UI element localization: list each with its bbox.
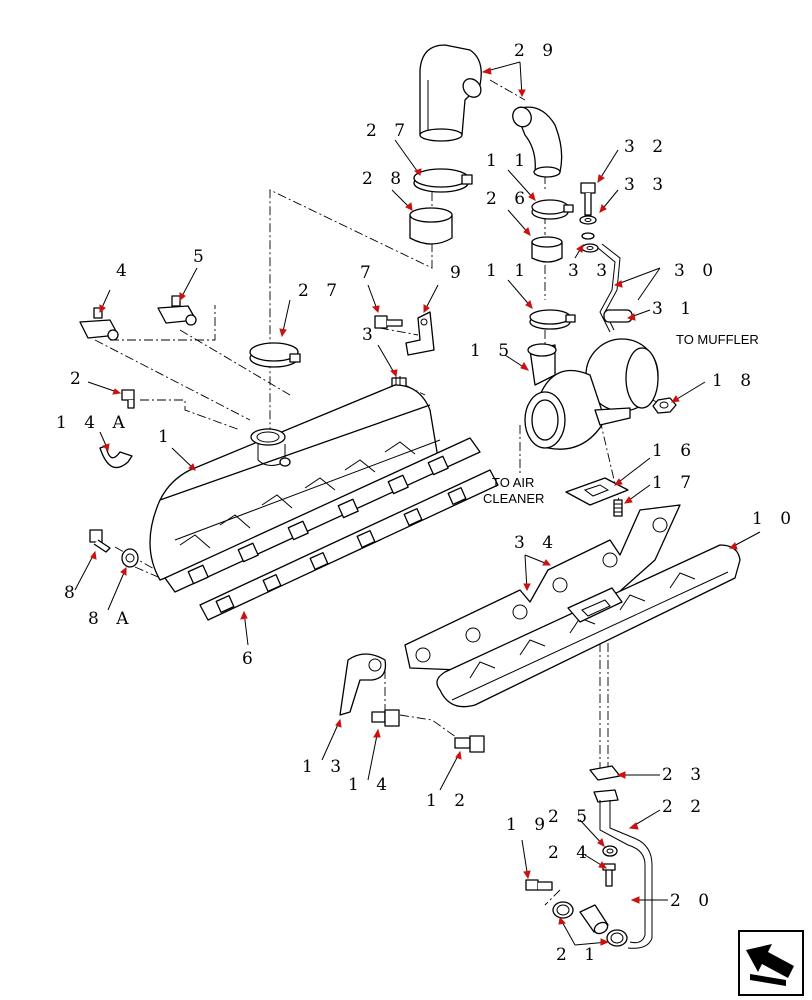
hose-clamp-11-upper — [531, 199, 574, 220]
callout-6: 6 — [242, 649, 259, 669]
callout-23: 2 3 — [662, 765, 707, 785]
manifold-1-flange — [164, 437, 481, 593]
nut-25 — [602, 845, 618, 857]
callout-8: 8 — [64, 583, 81, 603]
sleeve-28 — [409, 207, 453, 245]
clip-31 — [603, 309, 633, 323]
callout-19: 1 9 — [506, 815, 551, 835]
callout-9: 9 — [450, 263, 467, 283]
note-to-air-line2: CLEANER — [483, 491, 544, 506]
sleeve-26 — [531, 236, 563, 263]
callout-14: 1 4 — [348, 775, 393, 795]
note-to-air-line1: TO AIR — [492, 475, 534, 490]
callout-26: 2 6 — [486, 189, 531, 209]
bolt-7 — [374, 315, 403, 329]
bolt-8 — [89, 529, 111, 553]
callout-11-upper: 1 1 — [486, 151, 531, 171]
callout-29: 2 9 — [514, 41, 559, 61]
callout-17: 1 7 — [652, 473, 697, 493]
callout-14a: 1 4 A — [56, 413, 131, 433]
callout-20: 2 0 — [670, 891, 715, 911]
bolt-2 — [121, 389, 135, 409]
hose-clamp-top — [413, 168, 473, 193]
callout-30: 3 0 — [674, 261, 719, 281]
sensor-4 — [79, 307, 119, 341]
callout-12: 1 2 — [426, 791, 471, 811]
callout-28: 2 8 — [362, 169, 407, 189]
hose-clamp-11-lower — [529, 309, 576, 330]
washer-33-upper — [579, 215, 597, 225]
callout-18: 1 8 — [712, 371, 757, 391]
fitting-19 — [525, 879, 553, 891]
callout-27-left: 2 7 — [298, 281, 343, 301]
washer-8a — [121, 548, 139, 568]
callout-1: 1 — [158, 427, 175, 447]
gasket-6 — [199, 469, 499, 621]
exhaust-elbow-upper — [419, 44, 482, 142]
callout-arrowheads — [90, 67, 738, 946]
clip-14a — [99, 445, 133, 469]
callout-2: 2 — [70, 369, 87, 389]
drain-tube-22 — [593, 789, 653, 949]
sensor-5 — [157, 295, 197, 326]
bolt-12 — [454, 735, 485, 753]
hose-clamp-21 — [552, 901, 628, 947]
exhaust-manifold-1 — [149, 384, 441, 581]
note-to-muffler: TO MUFFLER — [676, 332, 759, 347]
callout-21: 2 1 — [556, 945, 601, 965]
bracket-13 — [339, 653, 387, 716]
nut-18 — [652, 397, 677, 414]
callout-3: 3 — [362, 325, 379, 345]
callout-33-lower: 3 3 — [568, 261, 613, 281]
callout-11-lower: 1 1 — [486, 261, 531, 281]
gasket-23 — [589, 765, 621, 781]
callout-24: 2 4 — [548, 843, 593, 863]
callout-5: 5 — [193, 247, 210, 267]
callout-31: 3 1 — [652, 299, 697, 319]
callout-labels: 2 9 2 7 2 8 2 7 1 1 2 6 1 1 3 2 3 3 3 3 … — [56, 41, 797, 965]
exhaust-elbow-lower — [512, 106, 563, 178]
hose-20 — [579, 904, 609, 935]
callout-27-top: 2 7 — [366, 121, 411, 141]
bracket-9 — [405, 311, 435, 356]
gasket-16 — [565, 477, 629, 506]
next-page-button[interactable] — [738, 930, 804, 996]
stud-17 — [613, 499, 623, 517]
washer-33-lower — [581, 232, 599, 253]
hose-clamp-left — [249, 342, 301, 368]
callout-4: 4 — [116, 261, 133, 281]
next-page-arrow-icon — [746, 944, 794, 986]
routing-notes: TO MUFFLER TO AIR CLEANER — [483, 332, 759, 506]
callout-16: 1 6 — [652, 441, 697, 461]
turbocharger — [524, 338, 659, 450]
callout-15: 1 5 — [470, 341, 515, 361]
bolt-32 — [580, 182, 596, 216]
callout-13: 1 3 — [302, 757, 347, 777]
exhaust-manifold-10 — [436, 544, 741, 708]
callout-22: 2 2 — [662, 797, 707, 817]
callout-7: 7 — [360, 263, 377, 283]
callout-8a: 8 A — [88, 609, 135, 629]
bolt-14 — [371, 709, 400, 727]
callout-32: 3 2 — [624, 137, 669, 157]
callout-33-upper: 3 3 — [624, 175, 669, 195]
callout-10: 1 0 — [752, 509, 797, 529]
callout-34: 3 4 — [514, 533, 559, 553]
bolt-24 — [602, 863, 616, 887]
callout-25: 2 5 — [548, 807, 593, 827]
